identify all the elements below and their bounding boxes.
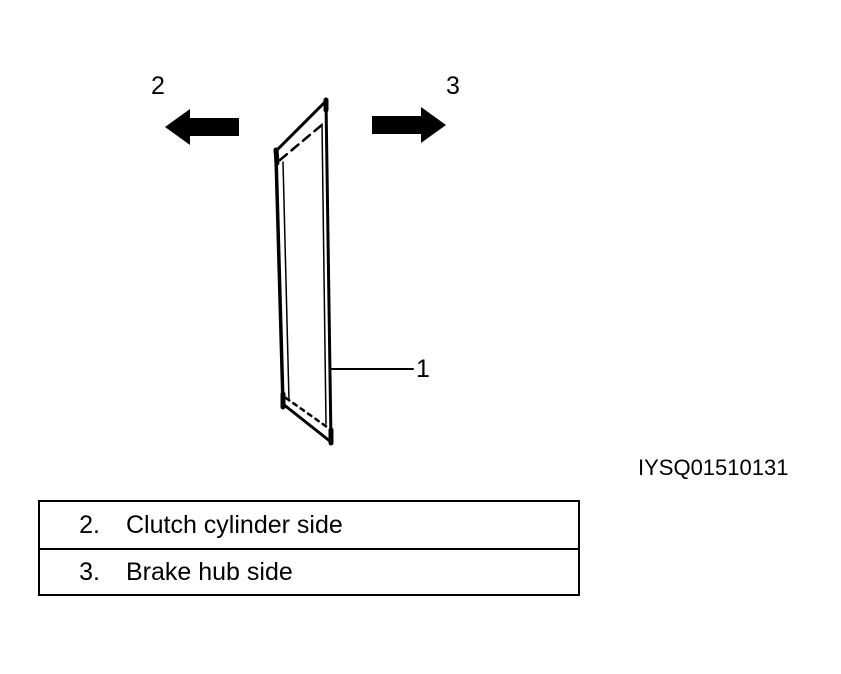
callout-1: 1: [416, 355, 430, 383]
plate-part-icon: [273, 97, 414, 446]
legend-number: 2.: [79, 510, 100, 539]
arrow-left-icon: [165, 109, 239, 145]
legend-row: 2. Clutch cylinder side: [40, 502, 578, 548]
legend-row: 3. Brake hub side: [40, 548, 578, 594]
arrow-right-icon: [372, 107, 446, 143]
legend-table: 2. Clutch cylinder side 3. Brake hub sid…: [38, 500, 580, 596]
callout-3: 3: [446, 72, 460, 100]
legend-text: Clutch cylinder side: [126, 510, 343, 539]
legend-number: 3.: [79, 557, 100, 586]
legend-text: Brake hub side: [126, 557, 293, 586]
figure-id-label: IYSQ01510131: [638, 455, 789, 480]
callout-2: 2: [151, 72, 165, 100]
